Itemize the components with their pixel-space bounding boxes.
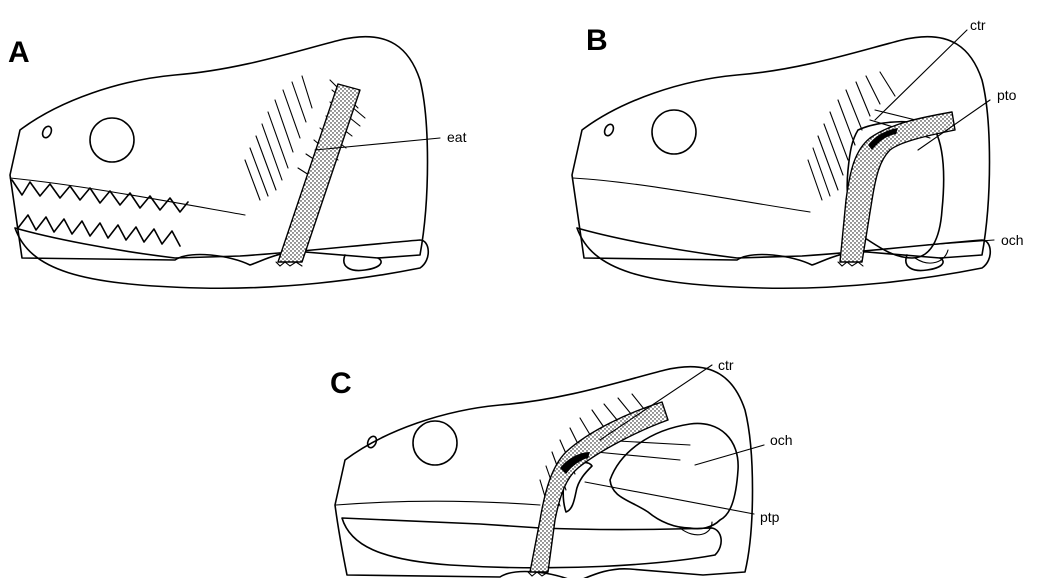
leader-ptp <box>585 482 754 514</box>
lower-teeth-a <box>18 215 180 246</box>
panel-a: A <box>8 36 467 288</box>
upper-mouth-b <box>573 178 810 212</box>
panel-c: C ctr <box>330 357 793 578</box>
label-ctr-c: ctr <box>718 357 734 373</box>
panel-b-letter: B <box>586 24 608 57</box>
panel-b: B ctr pto <box>572 17 1024 288</box>
tendon-band-c <box>530 402 668 572</box>
label-och-c: och <box>770 432 793 448</box>
panel-c-letter: C <box>330 367 352 400</box>
label-ptp: ptp <box>760 509 780 525</box>
upper-mouth-c <box>336 501 540 505</box>
skull-outline-a <box>10 37 428 265</box>
panel-a-letter: A <box>8 36 30 69</box>
label-eat: eat <box>447 129 467 145</box>
label-och-b: och <box>1001 232 1024 248</box>
label-pto: pto <box>997 87 1017 103</box>
orbit-b <box>652 110 696 154</box>
upper-teeth-a <box>12 180 188 212</box>
otic-chamber-c <box>610 423 738 528</box>
orbit-a <box>90 118 134 162</box>
leader-ctr-c <box>600 365 712 440</box>
nostril-a <box>41 125 53 139</box>
label-ctr-b: ctr <box>970 17 986 33</box>
nostril-b <box>603 123 615 137</box>
skull-outline-b <box>572 37 990 265</box>
leader-och-c <box>695 445 764 465</box>
orbit-c <box>413 421 457 465</box>
